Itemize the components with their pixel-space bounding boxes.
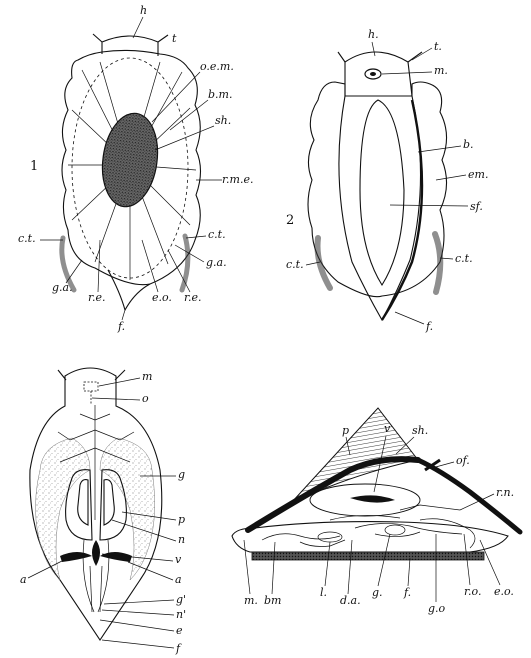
genital-ducts [82, 539, 110, 613]
body-outline [29, 367, 163, 641]
mantle [61, 49, 202, 286]
label-re-right: r.e. [184, 291, 202, 304]
body [231, 521, 509, 553]
label-a-left: a [20, 573, 27, 586]
label-f: f. [117, 320, 125, 333]
tentacle-left [337, 51, 346, 63]
label-e: e [176, 624, 183, 637]
label-rn: r.n. [496, 486, 514, 499]
label-ct-right: c.t. [208, 228, 226, 241]
label-rme: r.m.e. [222, 173, 253, 186]
label-f: f. [403, 586, 411, 599]
figure-number: 2 [286, 213, 294, 228]
label-oem: o.e.m. [200, 60, 234, 73]
gland-right [99, 437, 155, 581]
label-da: d.a. [340, 594, 361, 607]
nerve-branches [57, 405, 135, 520]
label-ga-left: g.a. [52, 281, 73, 294]
auricle-right [100, 552, 132, 562]
ctenidium-left [314, 235, 333, 291]
label-ct-left: c.t. [286, 258, 304, 271]
tentacle-right [114, 369, 126, 381]
label-t: t [172, 32, 177, 45]
label-em: em. [468, 168, 488, 181]
label-ct-left: c.t. [18, 232, 36, 245]
tentacle-left [92, 33, 103, 43]
ventricle [92, 540, 100, 566]
label-l: l. [320, 586, 327, 599]
ctenidium-left [59, 235, 77, 293]
label-sh: sh. [412, 424, 428, 437]
gland-left [35, 437, 91, 581]
osphradium [424, 458, 441, 472]
pericardium-left [65, 469, 93, 541]
label-n: n [178, 533, 185, 546]
figure-1: 1 h t o.e.m. b.m. sh. r.m.e. c.t. c.t. g… [18, 4, 253, 333]
tentacle-right [157, 34, 169, 43]
label-t: t. [434, 40, 442, 53]
nephridium-right [103, 479, 115, 526]
label-bm: bm [264, 594, 281, 607]
label-f: f. [425, 320, 433, 333]
head [101, 35, 159, 56]
label-bm: b.m. [208, 88, 232, 101]
sole-foot [359, 99, 405, 287]
label-m: m. [434, 64, 448, 77]
pericardium-right [99, 469, 127, 541]
mantle [307, 81, 448, 298]
figure-3: m o g p n v a a g' n' e f [20, 367, 186, 655]
ctenidium-right [179, 233, 191, 293]
label-re-left: r.e. [88, 291, 106, 304]
mouth [83, 381, 99, 392]
body [338, 51, 422, 322]
auricle-left [60, 552, 92, 562]
visceral-hump [309, 483, 421, 517]
shell [291, 407, 419, 503]
label-m: m [142, 370, 152, 383]
label-g: g [178, 468, 185, 481]
label-v: v [175, 553, 182, 566]
label-ro: r.o. [464, 585, 481, 598]
label-m: m. [244, 594, 258, 607]
figure-number: 1 [30, 159, 38, 174]
label-ga-right: g.a. [206, 256, 227, 269]
ventricle [350, 495, 395, 503]
label-n-prime: n' [176, 608, 186, 621]
nephridium-left [77, 479, 89, 526]
label-ct-right: c.t. [455, 252, 473, 265]
label-eo: e.o. [494, 585, 514, 598]
label-sh: sh. [215, 114, 231, 127]
label-go: g.o [428, 602, 446, 615]
label-v: v [384, 422, 391, 435]
label-p: p [342, 424, 349, 437]
tentacle-right [407, 51, 423, 63]
label-h: h. [368, 28, 379, 41]
label-sf: sf. [470, 200, 483, 213]
foot [107, 269, 151, 312]
label-of: of. [456, 454, 470, 467]
label-p: p [178, 513, 185, 526]
label-f: f [175, 642, 182, 655]
internal-organs [261, 504, 476, 549]
label-h: h [140, 4, 147, 17]
label-a-right: a [175, 573, 182, 586]
mantle-fold-left [245, 456, 421, 533]
ctenidium-right [432, 231, 444, 295]
label-g: g. [372, 586, 383, 599]
mouth-opening [370, 72, 376, 76]
label-b: b. [463, 138, 474, 151]
figure-4: p v sh. of. r.n. m. bm l. d.a. g. f. g.o… [231, 407, 523, 615]
mantle-border [380, 99, 424, 321]
mantle-fold-right [415, 457, 523, 535]
shell [101, 112, 159, 208]
label-g-prime: g' [176, 593, 186, 606]
label-o: o [142, 392, 149, 405]
mouth [364, 68, 382, 80]
label-eo: e.o. [152, 291, 172, 304]
foot-sole [251, 551, 485, 561]
figure-2: 2 h. t. m. b. em. sf. c.t. c.t. f. [286, 28, 488, 333]
